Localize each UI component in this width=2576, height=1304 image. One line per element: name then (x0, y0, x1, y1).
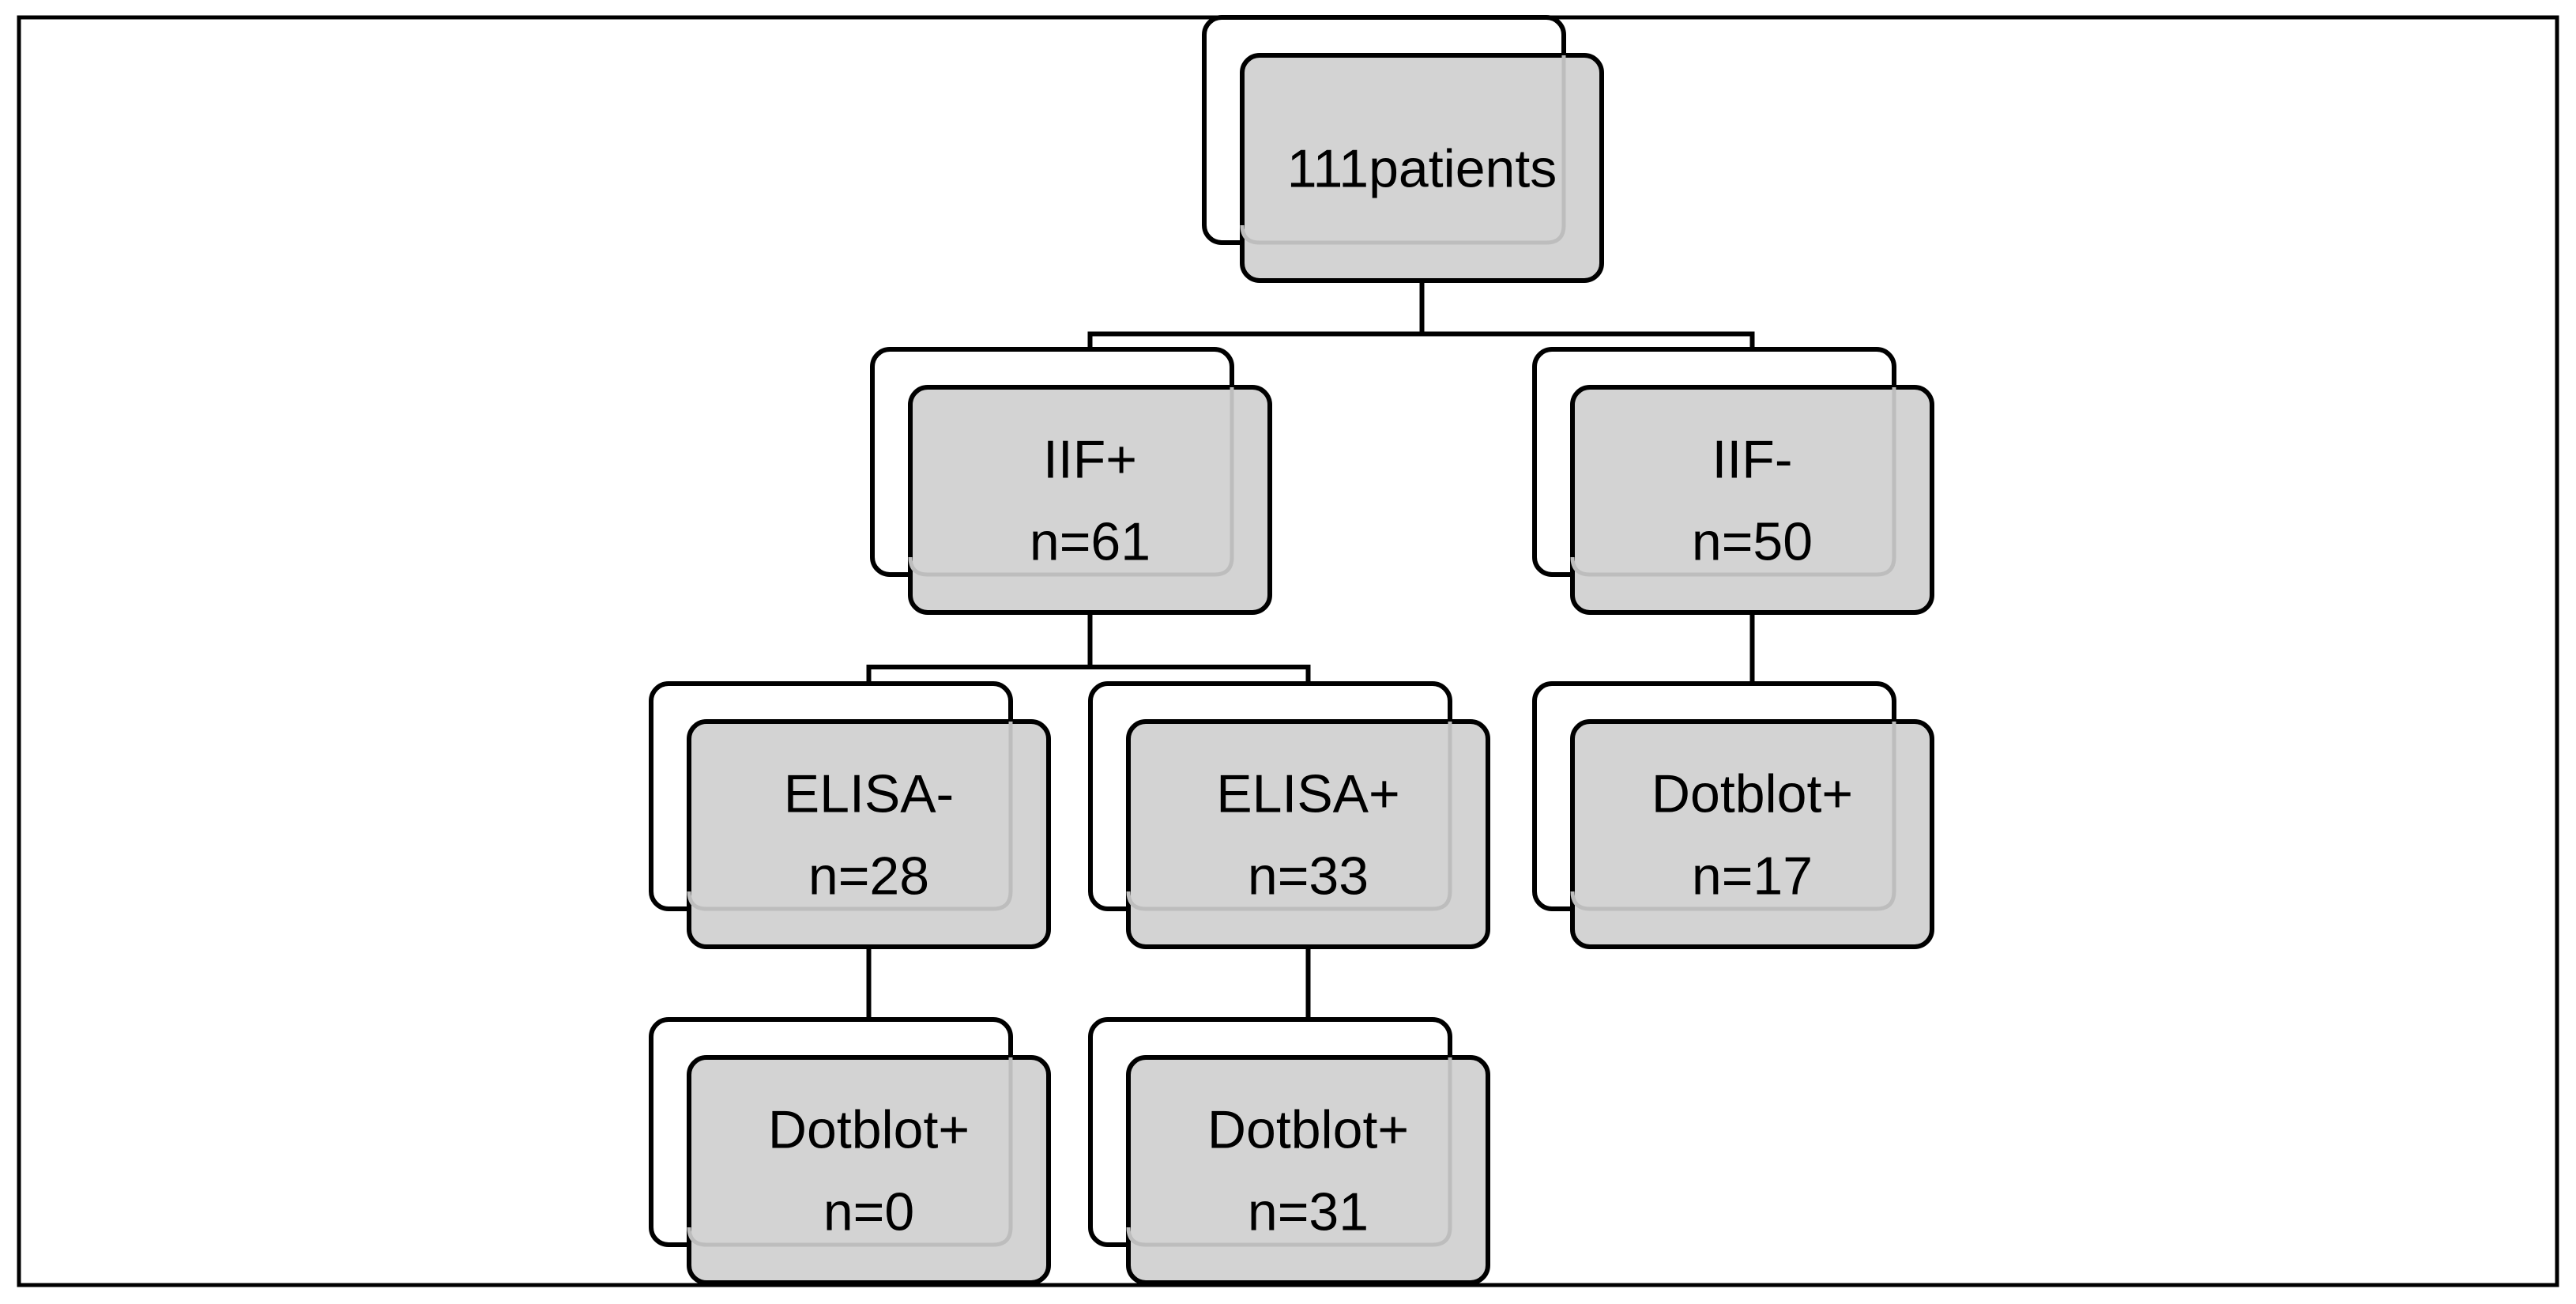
node-label-line: n=50 (1692, 512, 1813, 572)
node-label-line: n=28 (808, 846, 929, 906)
node-box (687, 719, 1051, 949)
node-back-card-overlay (1126, 722, 1452, 911)
node-iif-neg: IIF-n=50 (1532, 347, 1934, 615)
node-box (1126, 1055, 1490, 1285)
node-back-card-overlay (908, 387, 1234, 577)
node-back-card-overlay (1570, 722, 1896, 911)
node-label-line: ELISA- (784, 764, 954, 824)
node-label-line: Dotblot+ (1207, 1100, 1409, 1160)
node-iif-pos: IIF+ n=61 (870, 347, 1272, 615)
node-label-line: n=0 (823, 1182, 914, 1242)
node-box (1240, 53, 1604, 283)
nodes-layer: 111patientsIIF+n=61IIF-n=50ELISA-n=28ELI… (649, 15, 1934, 1285)
node-label-line: n=33 (1248, 846, 1369, 906)
node-box (687, 1055, 1051, 1285)
node-box (1126, 719, 1490, 949)
node-back-card-overlay (687, 722, 1013, 911)
node-label-line: 111patients (1287, 139, 1557, 199)
node-label-line: n=61 (1030, 512, 1151, 572)
node-label-line: n=17 (1692, 846, 1813, 906)
node-label-line: IIF- (1712, 430, 1793, 490)
node-label-line: Dotblot+ (1651, 764, 1853, 824)
node-dotblot-elisa-neg: Dotblot+ n=0 (649, 1017, 1051, 1285)
node-back-card-overlay (687, 1057, 1013, 1247)
node-back-card-overlay (1126, 1057, 1452, 1247)
node-back-card-overlay (1240, 55, 1566, 245)
node-label-line: n=31 (1248, 1182, 1369, 1242)
node-box (1570, 385, 1934, 615)
node-root: 111patients (1202, 15, 1604, 283)
node-box (908, 385, 1272, 615)
node-box (1570, 719, 1934, 949)
node-label-line: Dotblot+ (768, 1100, 970, 1160)
node-dotblot-elisa-pos: Dotblot+ n=31 (1088, 1017, 1490, 1285)
node-label-line: ELISA+ (1216, 764, 1400, 824)
node-label-line: IIF+ (1043, 430, 1137, 490)
node-back-card-overlay (1570, 387, 1896, 577)
node-dotblot-iif-neg: Dotblot+ n=17 (1532, 681, 1934, 949)
node-elisa-pos: ELISA+ n=33 (1088, 681, 1490, 949)
node-elisa-neg: ELISA-n=28 (649, 681, 1051, 949)
